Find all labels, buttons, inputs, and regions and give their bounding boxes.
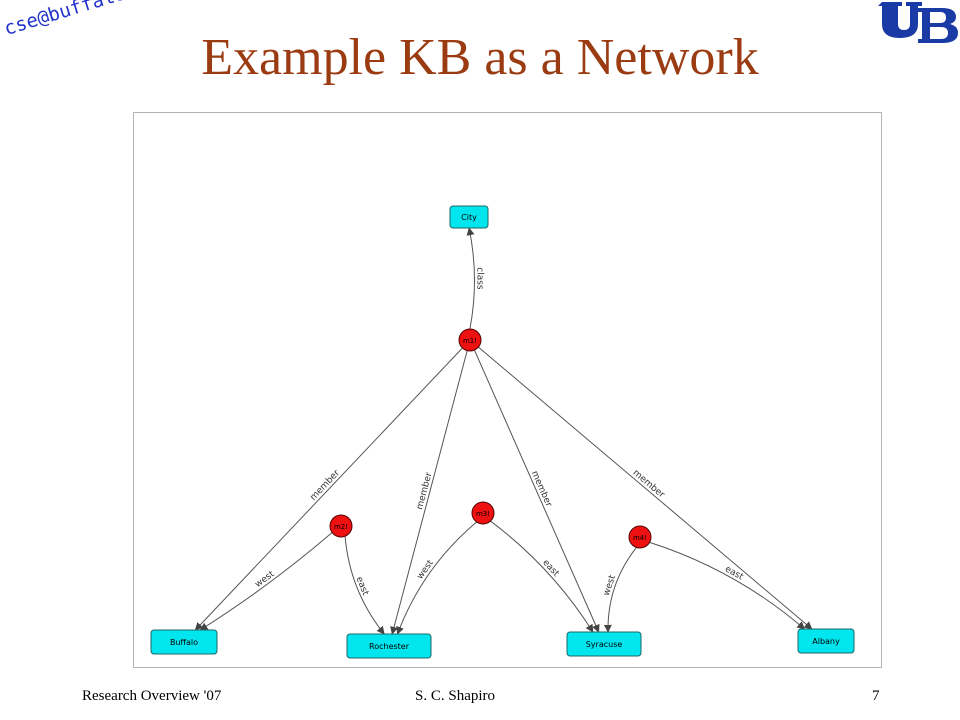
node-albany[interactable]: Albany [797,628,855,654]
node-m2[interactable]: m2! [329,514,353,538]
footer-page-number: 7 [872,688,880,704]
edge-m1-buffalo [194,347,463,631]
edge-label-m2-buffalo: west [254,569,277,590]
edge-label-m3-rochester: west [415,558,436,581]
node-buffalo[interactable]: Buffalo [150,629,218,655]
network-panel: class member member member member west east wes… [133,112,882,668]
edge-label-m1-buffalo: member [309,468,343,503]
edge-m4-syracuse [603,547,637,633]
node-circle-m3 [471,501,495,525]
edge-m1-city [466,227,475,330]
node-label-m1: m1! [463,337,477,345]
node-box-buffalo [150,629,218,655]
node-label-m2: m2! [334,523,348,531]
node-label-albany: Albany [812,637,840,646]
node-label-m3: m3! [476,510,490,518]
node-label-m4: m4! [633,534,647,542]
edge-m2-buffalo [199,532,333,631]
node-circle-m1 [458,328,482,352]
slide-title: Example KB as a Network [201,29,759,86]
edge-label-m1-syracuse: member [529,470,554,509]
edge-label-m1-city: class [474,267,484,290]
edge-m1-syracuse [473,349,600,633]
node-box-albany [797,628,855,654]
node-box-city [449,205,489,229]
edge-label-m4-albany: east [723,564,745,582]
node-label-city: City [461,213,477,222]
edge-m2-rochester [344,536,385,635]
edge-m4-albany [649,541,806,630]
node-city[interactable]: City [449,205,489,229]
edge-label-m1-rochester: member [415,471,434,511]
edge-m1-albany [478,346,813,630]
node-rochester[interactable]: Rochester [346,633,432,659]
node-syracuse[interactable]: Syracuse [566,631,642,657]
node-label-rochester: Rochester [369,642,410,651]
footer-center: S. C. Shapiro [415,688,496,704]
node-box-rochester [346,633,432,659]
footer-left: Research Overview '07 [82,688,222,704]
node-m4[interactable]: m4! [628,525,652,549]
network-diagram: class member member member member west east wes… [150,205,855,659]
node-label-syracuse: Syracuse [586,640,623,649]
node-circle-m2 [329,514,353,538]
edge-label-m1-albany: member [631,468,667,500]
edge-m3-syracuse [490,520,594,633]
node-circle-m4 [628,525,652,549]
edge-m1-rochester [390,350,468,635]
ub-logo-icon [878,2,958,43]
node-m3[interactable]: m3! [471,501,495,525]
node-m1[interactable]: m1! [458,328,482,352]
node-box-syracuse [566,631,642,657]
edge-m3-rochester [396,521,477,635]
node-label-buffalo: Buffalo [170,638,198,647]
